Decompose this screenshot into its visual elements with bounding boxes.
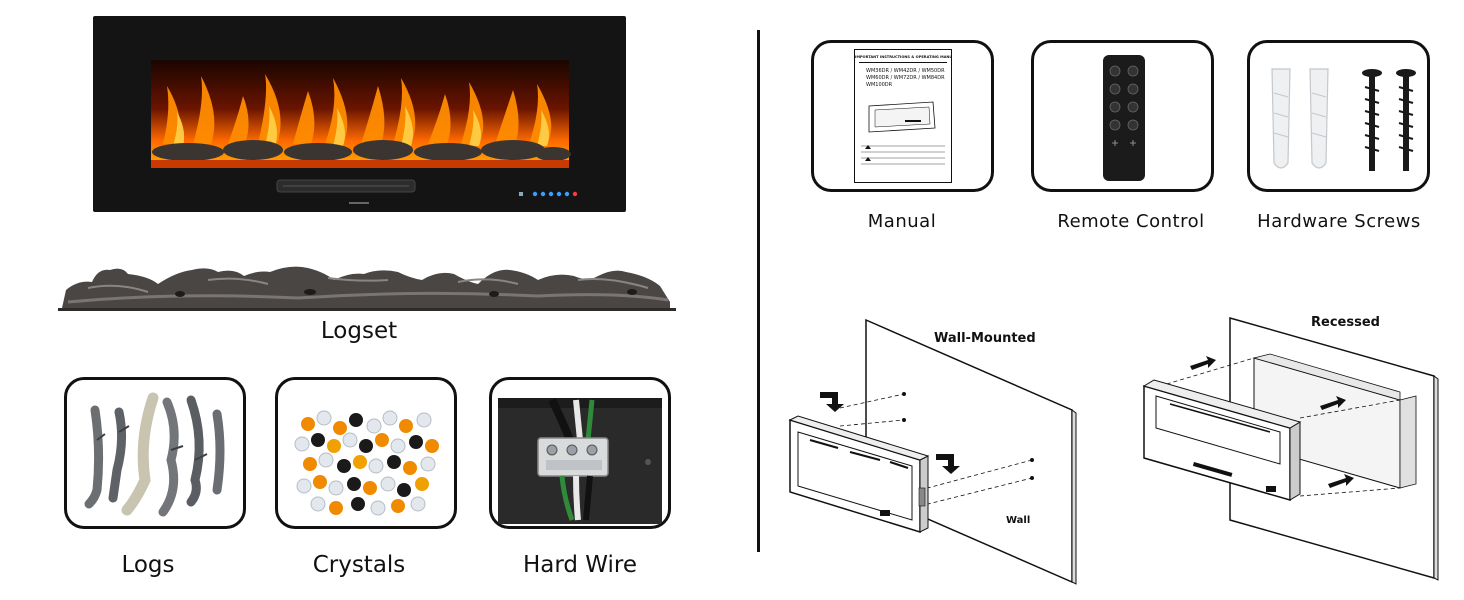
manual-label: Manual: [867, 211, 937, 232]
manual-header: IMPORTANT INSTRUCTIONS & OPERATING MANUA…: [855, 55, 951, 59]
logs-box: [64, 377, 246, 529]
recessed-label: Recessed: [1311, 315, 1380, 330]
crystals-icon: [294, 410, 439, 516]
screws-icon: [1271, 68, 1416, 171]
manual-models-1: WM36DR / WM42DR / WM50DR: [866, 68, 945, 74]
hard-wire-icon: [498, 398, 662, 524]
manual-models-2: WM60DR / WM72DR / WM84DR: [866, 75, 945, 81]
wall-label: Wall: [1006, 515, 1031, 526]
manual-box: IMPORTANT INSTRUCTIONS & OPERATING MANUA…: [811, 40, 994, 192]
crystals-box: [275, 377, 457, 529]
logset-label: Logset: [320, 318, 398, 344]
installation-diagram: [788, 317, 1439, 585]
wall-mounted-unit: [788, 415, 930, 534]
manual-document: IMPORTANT INSTRUCTIONS & OPERATING MANUA…: [854, 49, 952, 183]
manual-models-3: WM100DR: [866, 82, 893, 88]
recessed-wall: [1229, 317, 1439, 581]
logs-icon: [84, 392, 225, 517]
fireplace-svg: [151, 60, 578, 204]
logset-svg: [58, 266, 676, 311]
hard-wire-label: Hard Wire: [522, 552, 638, 578]
remote-label: Remote Control: [1057, 211, 1205, 232]
screws-label: Hardware Screws: [1257, 211, 1421, 232]
logset-image: [58, 262, 676, 312]
crystals-label: Crystals: [312, 552, 406, 578]
vertical-divider: [757, 30, 760, 552]
screws-box: [1247, 40, 1430, 192]
fireplace-image: [93, 16, 626, 212]
manual-fireplace-drawing: [861, 101, 945, 165]
hard-wire-box: [489, 377, 671, 529]
remote-icon: [1103, 55, 1145, 181]
logs-label: Logs: [121, 552, 175, 578]
remote-box: [1031, 40, 1214, 192]
wall-panel: [865, 318, 1077, 585]
recessed-unit: [1142, 379, 1302, 501]
wall-mounted-label: Wall-Mounted: [934, 331, 1036, 346]
